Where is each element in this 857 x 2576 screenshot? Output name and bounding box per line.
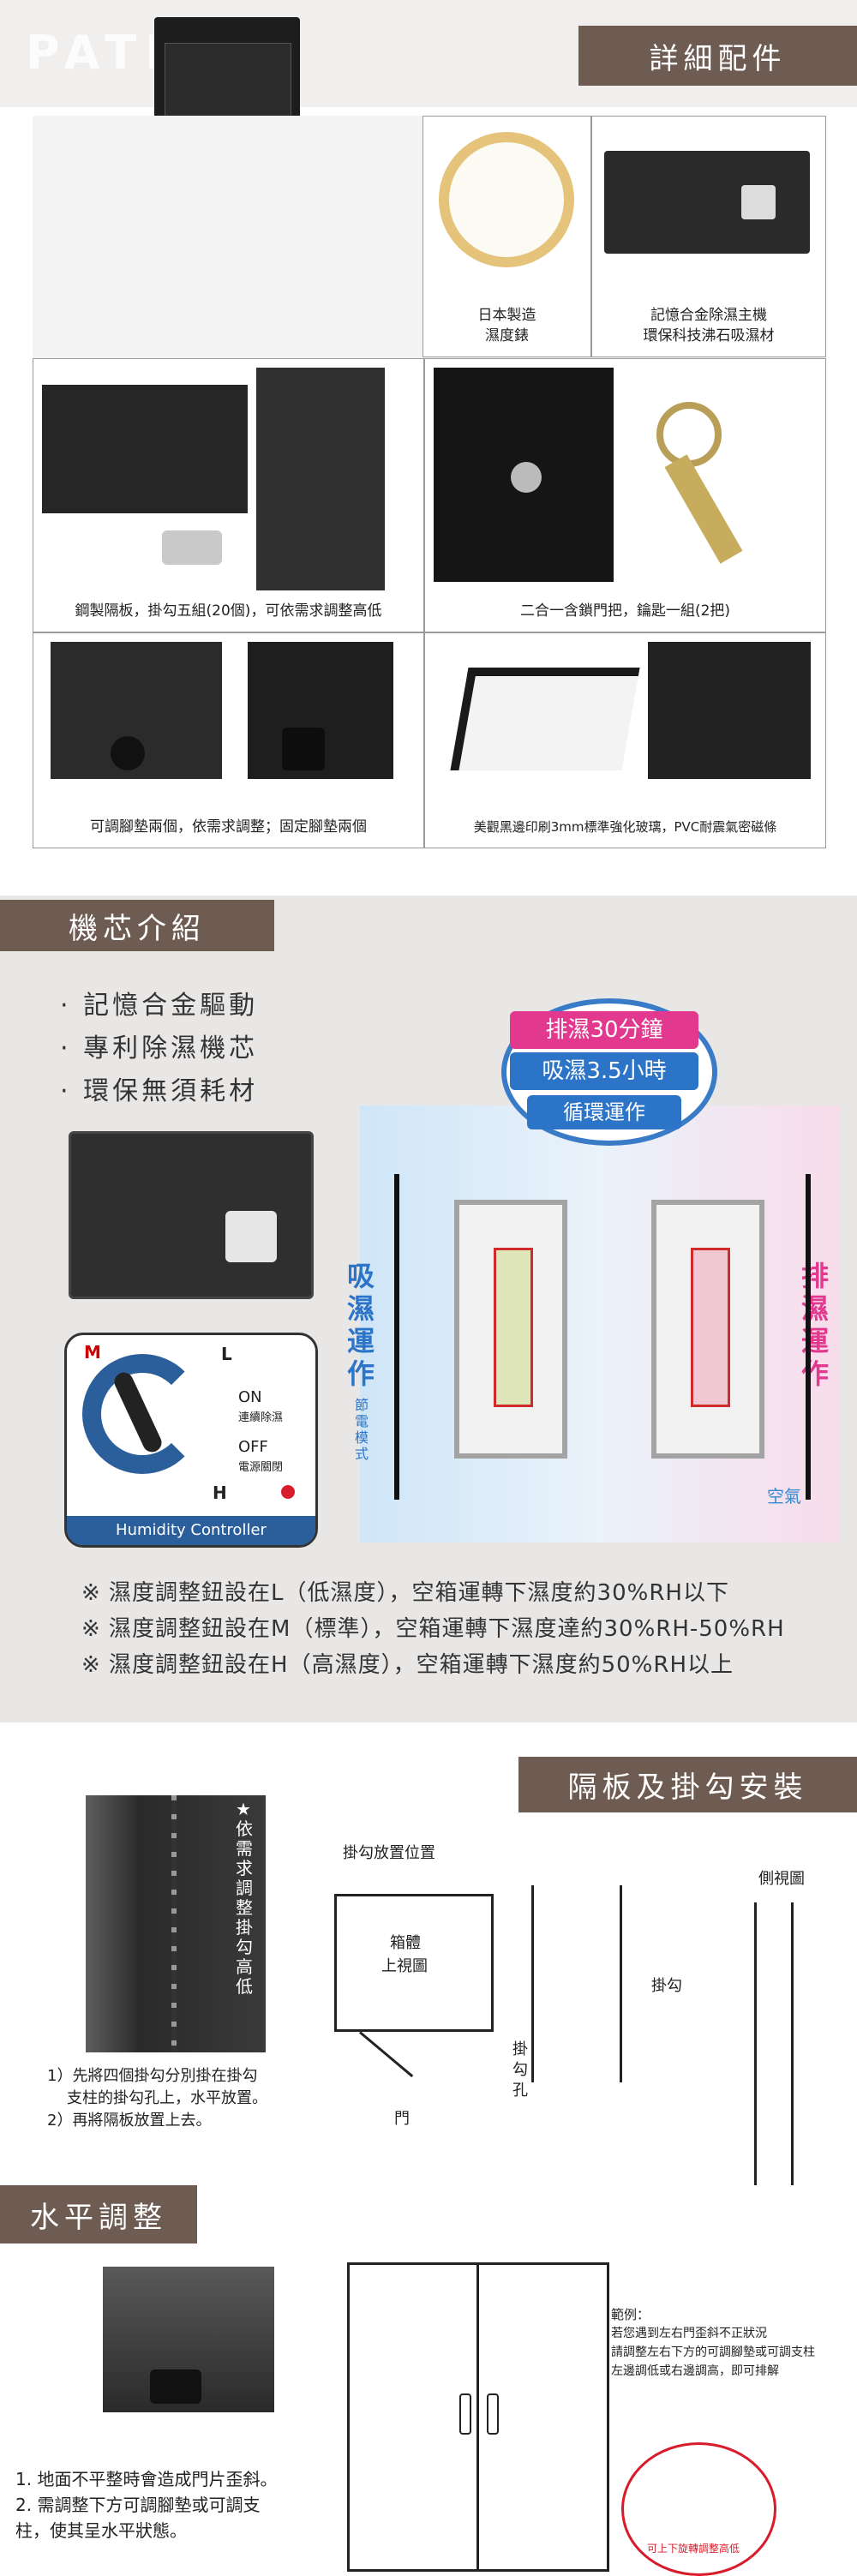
unit-dial-icon <box>225 1211 277 1262</box>
core-bullet-1: · 記憶合金驅動 <box>60 991 259 1021</box>
core-bullet-2: · 專利除濕機芯 <box>60 1033 259 1063</box>
dial-label-on-sub: 連續除濕 <box>238 1411 284 1424</box>
hygrometer-caption-1: 日本製造 <box>477 307 536 324</box>
hook-hole-3: 孔 <box>512 2082 528 2100</box>
controller-card: 記憶合金除濕主機 環保科技沸石吸濕材 <box>591 116 826 357</box>
cycle-line2: 吸濕3.5小時 <box>510 1052 698 1090</box>
cabinet-wall-left <box>394 1174 399 1500</box>
section-title-accessories: 詳細配件 <box>578 26 857 86</box>
controller-photo <box>604 151 810 254</box>
box-top-view-label-2: 上視圖 <box>381 1957 428 1975</box>
section-title-shelf: 隔板及掛勾安裝 <box>518 1757 857 1812</box>
shelf-post-photo <box>86 1795 266 2052</box>
cycle-diagram <box>360 1105 840 1543</box>
accessories-title: 詳細配件 <box>649 41 787 76</box>
core-bullet-3-text: 環保無須耗材 <box>83 1076 259 1106</box>
glass-card: 美觀黑邊印刷3mm標準強化玻璃，PVC耐震氣密磁條 <box>424 632 826 848</box>
shelf-step-1: 1）先將四個掛勾分別掛在掛勾 <box>47 2067 258 2085</box>
example-line-3: 左邊調低或右邊調高，即可排解 <box>611 2364 779 2378</box>
foot-zoom-label: 可上下旋轉調整高低 <box>647 2543 740 2555</box>
leveling-foot-photo <box>103 2267 274 2412</box>
core-right <box>651 1200 764 1459</box>
box-top-view <box>334 1894 494 2032</box>
core-title: 機芯介紹 <box>69 911 206 946</box>
shelf-step-2: 2）再將隔板放置上去。 <box>47 2112 212 2130</box>
shelf-card: 鋼製隔板，掛勾五組(20個)，可依需求調整高低 <box>33 358 424 632</box>
door-label: 門 <box>394 2110 410 2128</box>
dial-label-off: OFF <box>238 1438 268 1456</box>
hook-hole-label: 掛 勾 孔 <box>512 2040 530 2101</box>
seal-photo <box>648 642 811 779</box>
hook-diagram <box>531 1885 622 2082</box>
cycle-line3: 循環運作 <box>527 1095 681 1129</box>
hook-label: 掛勾 <box>651 1977 682 1995</box>
dial-label-h: H <box>213 1483 227 1503</box>
air-label: 空氣 <box>767 1486 801 1507</box>
dial-power-dot <box>281 1485 295 1499</box>
core-note-2: ※ 濕度調整鈕設在M（標準），空箱運轉下濕度達約30%RH-50%RH <box>81 1616 785 1642</box>
hygrometer-photo <box>439 132 574 267</box>
shelf-photo <box>42 385 248 513</box>
dial-name-bar: Humidity Controller <box>67 1516 315 1545</box>
core-bullet-2-text: 專利除濕機芯 <box>83 1033 259 1063</box>
lock-card: 二合一含鎖門把，鑰匙一組(2把) <box>424 358 826 632</box>
hooks-photo <box>162 530 222 565</box>
feet-photo <box>51 642 222 779</box>
section-title-level: 水平調整 <box>0 2185 197 2244</box>
post-photo <box>256 368 385 590</box>
hygrometer-card: 日本製造 濕度錶 <box>423 116 591 357</box>
feet-caption: 可調腳墊兩個，依需求調整；固定腳墊兩個 <box>90 818 367 836</box>
fixed-foot-photo <box>248 642 393 779</box>
dial-label-m: M <box>84 1342 101 1363</box>
core-bullet-1-text: 記憶合金驅動 <box>83 991 259 1021</box>
foot-zoom-circle <box>621 2442 776 2576</box>
core-bullet-3: · 環保無須耗材 <box>60 1076 259 1106</box>
controller-caption-2: 環保科技沸石吸濕材 <box>643 327 775 344</box>
door-line <box>359 2031 414 2078</box>
core-note-1: ※ 濕度調整鈕設在L（低濕度），空箱運轉下濕度約30%RH以下 <box>81 1580 729 1606</box>
level-title: 水平調整 <box>30 2200 167 2235</box>
shelf-vertical-note: ★依需求調整掛勾高低 <box>236 1799 253 1997</box>
lock-photo <box>434 368 614 582</box>
hook-position-label: 掛勾放置位置 <box>343 1844 435 1862</box>
example-title: 範例： <box>611 2307 650 2322</box>
level-step-3: 柱，使其呈水平狀態。 <box>15 2520 187 2541</box>
cycle-line1: 排濕30分鐘 <box>510 1011 698 1049</box>
dial-name: Humidity Controller <box>116 1521 267 1539</box>
humidity-dial-card: M L H ON 連續除濕 OFF 電源關閉 Humidity Controll… <box>64 1333 318 1548</box>
dial-label-l: L <box>221 1344 232 1364</box>
dial-label-off-sub: 電源關閉 <box>238 1461 284 1474</box>
box-top-view-label-1: 箱體 <box>390 1934 421 1952</box>
glass-caption: 美觀黑邊印刷3mm標準強化玻璃，PVC耐震氣密磁條 <box>473 819 777 835</box>
glass-photo <box>450 668 640 770</box>
absorb-label: 吸濕運作 <box>347 1260 375 1390</box>
keys-photo <box>639 393 794 565</box>
core-left <box>454 1200 567 1459</box>
hygrometer-caption-2: 濕度錶 <box>485 327 529 344</box>
shelf-step-1b: 支柱的掛勾孔上，水平放置。 <box>67 2089 267 2107</box>
hook-hole-2: 勾 <box>512 2061 528 2079</box>
side-view-label: 側視圖 <box>758 1870 805 1888</box>
shelf-title: 隔板及掛勾安裝 <box>567 1770 808 1805</box>
core-note-3: ※ 濕度調整鈕設在H（高濕度），空箱運轉下濕度約50%RH以上 <box>81 1652 734 1678</box>
level-step-2: 2. 需調整下方可調腳墊或可調支 <box>15 2495 261 2515</box>
dial-label-on: ON <box>238 1388 262 1406</box>
cabinet-wall-right <box>806 1174 811 1500</box>
hook-hole-1: 掛 <box>512 2040 528 2058</box>
level-cabinet-diagram <box>347 2262 609 2572</box>
example-line-2: 請調整左右下方的可調腳墊或可調支柱 <box>611 2345 815 2359</box>
side-view-diagram <box>754 1902 794 2185</box>
example-line-1: 若您遇到左右門歪斜不正狀況 <box>611 2327 767 2340</box>
lock-caption: 二合一含鎖門把，鑰匙一組(2把) <box>519 602 731 620</box>
dehumidifier-unit <box>69 1131 314 1299</box>
section-title-core: 機芯介紹 <box>0 900 274 951</box>
absorb-sub-label: 節電模式 <box>355 1397 369 1462</box>
controller-caption-1: 記憶合金除濕主機 <box>650 307 767 324</box>
shelf-caption: 鋼製隔板，掛勾五組(20個)，可依需求調整高低 <box>75 602 382 620</box>
feet-card: 可調腳墊兩個，依需求調整；固定腳墊兩個 <box>33 632 424 848</box>
level-step-1: 1. 地面不平整時會造成門片歪斜。 <box>15 2469 278 2489</box>
